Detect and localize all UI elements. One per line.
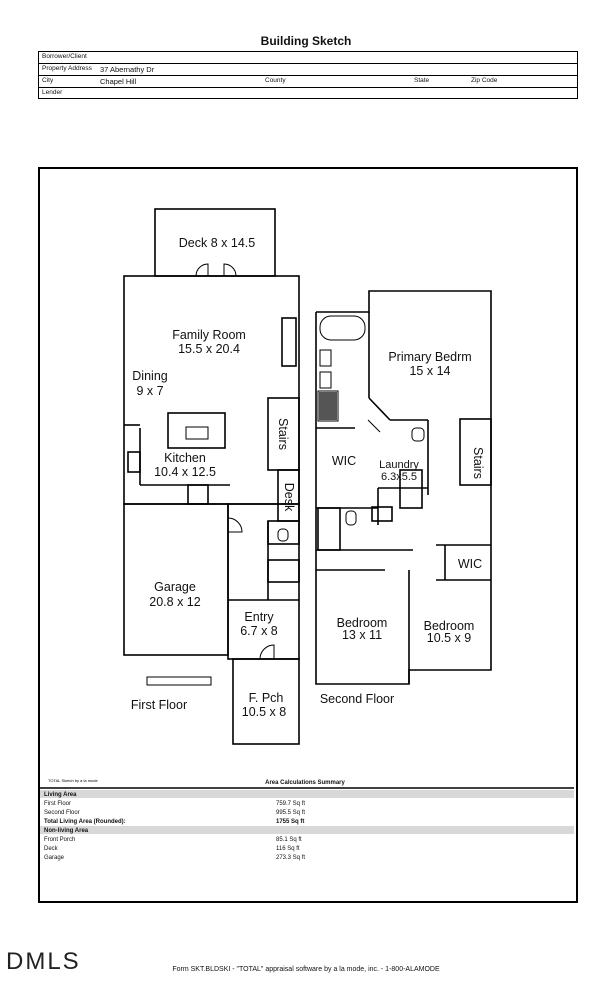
address-label: Property Address <box>42 65 92 72</box>
fireplace <box>281 317 297 367</box>
second-floor-details <box>317 315 425 526</box>
porch-area-value: 85.1 Sq ft <box>276 837 302 843</box>
nonliving-header-bar <box>40 826 574 834</box>
page-title: Building Sketch <box>260 34 352 48</box>
porch-area-label: Front Porch <box>44 837 75 843</box>
deck-area-label: Deck <box>44 846 59 852</box>
address-row: Property Address 37 Abernathy Dr <box>39 64 577 76</box>
dining-dim: 9 x 7 <box>136 384 163 398</box>
kitchen-label: Kitchen <box>164 451 206 465</box>
porch-outline <box>232 658 300 745</box>
city-value: Chapel Hill <box>100 77 137 86</box>
stairs-second <box>459 418 492 486</box>
bedroom-1-dim: 13 x 11 <box>342 628 382 642</box>
living-header-bar <box>40 790 574 798</box>
fridge <box>187 484 209 505</box>
shower-tile <box>319 392 337 420</box>
range <box>127 451 141 473</box>
entry-label: Entry <box>244 610 274 624</box>
bedroom-2-dim: 10.5 x 9 <box>427 631 472 645</box>
city-row: City Chapel Hill County State Zip Code <box>39 76 577 88</box>
borrower-row: Borrower/Client <box>39 52 577 64</box>
deck-label: Deck 8 x 14.5 <box>179 236 255 250</box>
first-floor-area-label: First Floor <box>44 801 71 807</box>
total-area-label: Total Living Area (Rounded): <box>44 819 126 825</box>
deck-area-value: 116 Sq ft <box>276 846 300 852</box>
family-room-label: Family Room <box>172 328 246 342</box>
primary-label: Primary Bedrm <box>388 350 471 364</box>
desk-label: Desk <box>282 483 296 512</box>
porch-label: F. Pch <box>249 691 284 705</box>
first-floor-details <box>146 263 289 686</box>
garage-label: Garage <box>154 580 196 594</box>
second-floor-area-value: 995.5 Sq ft <box>276 810 305 816</box>
county-label: County <box>265 77 286 84</box>
dining-label: Dining <box>132 369 167 383</box>
dmls-logo: DMLS <box>6 948 81 975</box>
second-floor-outline <box>315 290 492 685</box>
summary-title: Area Calculations Summary <box>265 780 345 786</box>
total-area-value: 1755 Sq ft <box>276 819 304 825</box>
primary-dim: 15 x 14 <box>409 364 450 378</box>
header-table: Borrower/Client Property Address 37 Aber… <box>38 51 578 99</box>
second-floor-walls <box>315 290 492 685</box>
garage-area-value: 273.3 Sq ft <box>276 855 305 861</box>
lender-row: Lender <box>39 88 577 99</box>
first-floor-area-value: 759.7 Sq ft <box>276 801 305 807</box>
city-label: City <box>42 77 54 84</box>
living-header: Living Area <box>44 792 77 798</box>
form-footer: Form SKT.BLDSKI - "TOTAL" appraisal soft… <box>172 966 440 973</box>
sketch-frame <box>38 167 578 903</box>
wic-1-label: WIC <box>332 454 356 468</box>
bedroom-1-label: Bedroom <box>337 616 388 630</box>
kitchen-island <box>167 412 226 449</box>
first-floor-label: First Floor <box>131 698 187 712</box>
borrower-label: Borrower/Client <box>42 53 87 60</box>
bedroom-2-label: Bedroom <box>424 619 475 633</box>
stairs-first-label: Stairs <box>276 418 290 450</box>
zip-label: Zip Code <box>471 77 498 84</box>
stairs-second-label: Stairs <box>471 447 485 479</box>
state-label: State <box>414 77 430 84</box>
wic-2-label: WIC <box>458 557 482 571</box>
porch-dim: 10.5 x 8 <box>242 705 287 719</box>
laundry-label: Laundry <box>379 459 419 471</box>
laundry-dim: 6.3x5.5 <box>381 471 417 483</box>
second-floor-label: Second Floor <box>320 692 394 706</box>
lender-label: Lender <box>42 89 63 96</box>
second-floor-area-label: Second Floor <box>44 810 80 816</box>
nonliving-header: Non-living Area <box>44 828 89 834</box>
entry-dim: 6.7 x 8 <box>240 624 278 638</box>
garage-area-label: Garage <box>44 855 65 861</box>
address-value: 37 Abernathy Dr <box>100 65 155 74</box>
credit-text: TOTAL Sketch by a la mode <box>48 778 99 783</box>
first-floor-walls <box>123 208 300 745</box>
family-room-dim: 15.5 x 20.4 <box>178 342 240 356</box>
closet <box>267 559 300 583</box>
garage-dim: 20.8 x 12 <box>149 595 200 609</box>
kitchen-dim: 10.4 x 12.5 <box>154 465 216 479</box>
